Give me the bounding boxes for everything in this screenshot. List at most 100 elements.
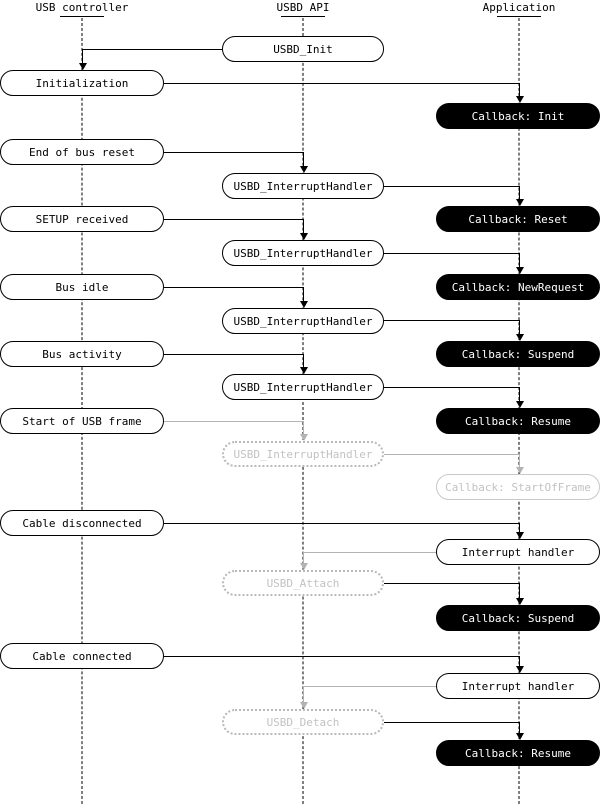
connector-v-c11: [303, 421, 304, 435]
connector-v-c18: [519, 722, 520, 734]
connector-h-c15: [384, 583, 519, 584]
arrowhead-icon-c09: [299, 367, 308, 374]
lifeline-head-bar-application: [497, 16, 541, 17]
lifeline-head-bar-usbd: [281, 16, 325, 17]
node-n21[interactable]: USBD_Attach: [222, 570, 384, 596]
node-label: USBD_InterruptHandler: [233, 380, 373, 394]
node-n26[interactable]: Callback: Resume: [436, 740, 600, 766]
connector-v-c13: [519, 523, 520, 533]
connector-v-c07: [303, 287, 304, 302]
node-label: USBD_InterruptHandler: [233, 314, 373, 328]
node-n01[interactable]: USBD_Init: [222, 36, 384, 62]
arrowhead-icon-c15: [515, 598, 524, 605]
node-n04[interactable]: End of bus reset: [0, 139, 164, 165]
arrowhead-icon-c17: [299, 702, 308, 709]
connector-v-c15: [519, 583, 520, 599]
node-label: USBD_Detach: [266, 715, 340, 729]
connector-v-c08: [519, 320, 520, 335]
node-n13[interactable]: Callback: Suspend: [436, 341, 600, 367]
connector-h-c18: [384, 722, 519, 723]
node-label: Start of USB frame: [22, 414, 142, 428]
connector-v-c06: [519, 253, 520, 268]
connector-v-c17: [303, 686, 304, 703]
connector-h-c03: [164, 152, 303, 153]
node-label: USBD_Init: [273, 42, 333, 56]
arrowhead-icon-c08: [515, 334, 524, 341]
node-n19[interactable]: Cable disconnected: [0, 510, 164, 536]
connector-h-c12: [384, 454, 519, 455]
node-n11[interactable]: USBD_InterruptHandler: [222, 308, 384, 334]
connector-v-c14: [303, 552, 304, 564]
node-label: Callback: Init: [471, 109, 565, 123]
node-n17[interactable]: USBD_InterruptHandler: [222, 441, 384, 467]
connector-h-c11: [164, 421, 303, 422]
connector-h-c05: [164, 219, 303, 220]
connector-h-c10: [384, 387, 519, 388]
node-label: Callback: Resume: [465, 414, 571, 428]
lifeline-title-controller: USB controller: [35, 1, 129, 14]
connector-h-c09: [164, 354, 303, 355]
node-n24[interactable]: Interrupt handler: [436, 673, 600, 699]
node-n08[interactable]: USBD_InterruptHandler: [222, 240, 384, 266]
node-label: USBD_InterruptHandler: [233, 246, 373, 260]
connector-v-c16: [519, 656, 520, 667]
node-n06[interactable]: SETUP received: [0, 206, 164, 232]
node-n18[interactable]: Callback: StartOfFrame: [436, 474, 600, 500]
node-label: Callback: Suspend: [461, 611, 575, 625]
node-label: Bus idle: [55, 280, 109, 294]
connector-v-c05: [303, 219, 304, 234]
node-label: Interrupt handler: [461, 545, 575, 559]
connector-v-c10: [519, 387, 520, 402]
lifeline-title-application: Application: [482, 1, 556, 14]
node-label: SETUP received: [35, 212, 129, 226]
node-label: Callback: Resume: [465, 746, 571, 760]
node-n09[interactable]: Bus idle: [0, 274, 164, 300]
node-n03[interactable]: Callback: Init: [436, 103, 600, 129]
lifeline-head-bar-controller: [60, 16, 104, 17]
node-label: Bus activity: [42, 347, 122, 361]
node-label: Cable disconnected: [22, 516, 142, 530]
connector-v-c03: [303, 152, 304, 167]
lifeline-title-usbd: USBD API: [276, 1, 330, 14]
connector-h-c16: [164, 656, 519, 657]
arrowhead-icon-c01: [78, 63, 87, 70]
node-n22[interactable]: Callback: Suspend: [436, 605, 600, 631]
arrowhead-icon-c02: [515, 96, 524, 103]
arrowhead-icon-c12: [515, 467, 524, 474]
node-n07[interactable]: Callback: Reset: [436, 206, 600, 232]
node-n16[interactable]: Callback: Resume: [436, 408, 600, 434]
connector-h-c14: [303, 552, 436, 553]
connector-v-c01: [82, 49, 83, 64]
arrowhead-icon-c07: [299, 301, 308, 308]
node-label: USBD_InterruptHandler: [233, 447, 373, 461]
node-n02[interactable]: Initialization: [0, 70, 164, 96]
node-n15[interactable]: Start of USB frame: [0, 408, 164, 434]
node-n12[interactable]: Bus activity: [0, 341, 164, 367]
connector-h-c02: [164, 83, 519, 84]
connector-h-c04: [384, 186, 519, 187]
node-n05[interactable]: USBD_InterruptHandler: [222, 173, 384, 199]
arrowhead-icon-c04: [515, 199, 524, 206]
node-n23[interactable]: Cable connected: [0, 643, 164, 669]
connector-v-c02: [519, 83, 520, 97]
arrowhead-icon-c11: [299, 434, 308, 441]
arrowhead-icon-c13: [515, 532, 524, 539]
arrowhead-icon-c05: [299, 233, 308, 240]
arrowhead-icon-c03: [299, 166, 308, 173]
node-label: USBD_Attach: [266, 576, 340, 590]
node-label: Callback: Suspend: [461, 347, 575, 361]
node-n25[interactable]: USBD_Detach: [222, 709, 384, 735]
node-n14[interactable]: USBD_InterruptHandler: [222, 374, 384, 400]
connector-h-c17: [303, 686, 436, 687]
connector-h-c07: [164, 287, 303, 288]
node-n10[interactable]: Callback: NewRequest: [436, 274, 600, 300]
connector-h-c13: [164, 523, 519, 524]
node-label: Callback: Reset: [468, 212, 568, 226]
node-label: End of bus reset: [29, 145, 135, 159]
node-n20[interactable]: Interrupt handler: [436, 539, 600, 565]
connector-h-c06: [384, 253, 519, 254]
node-label: Cable connected: [32, 649, 132, 663]
node-label: Initialization: [35, 76, 129, 90]
arrowhead-icon-c14: [299, 563, 308, 570]
